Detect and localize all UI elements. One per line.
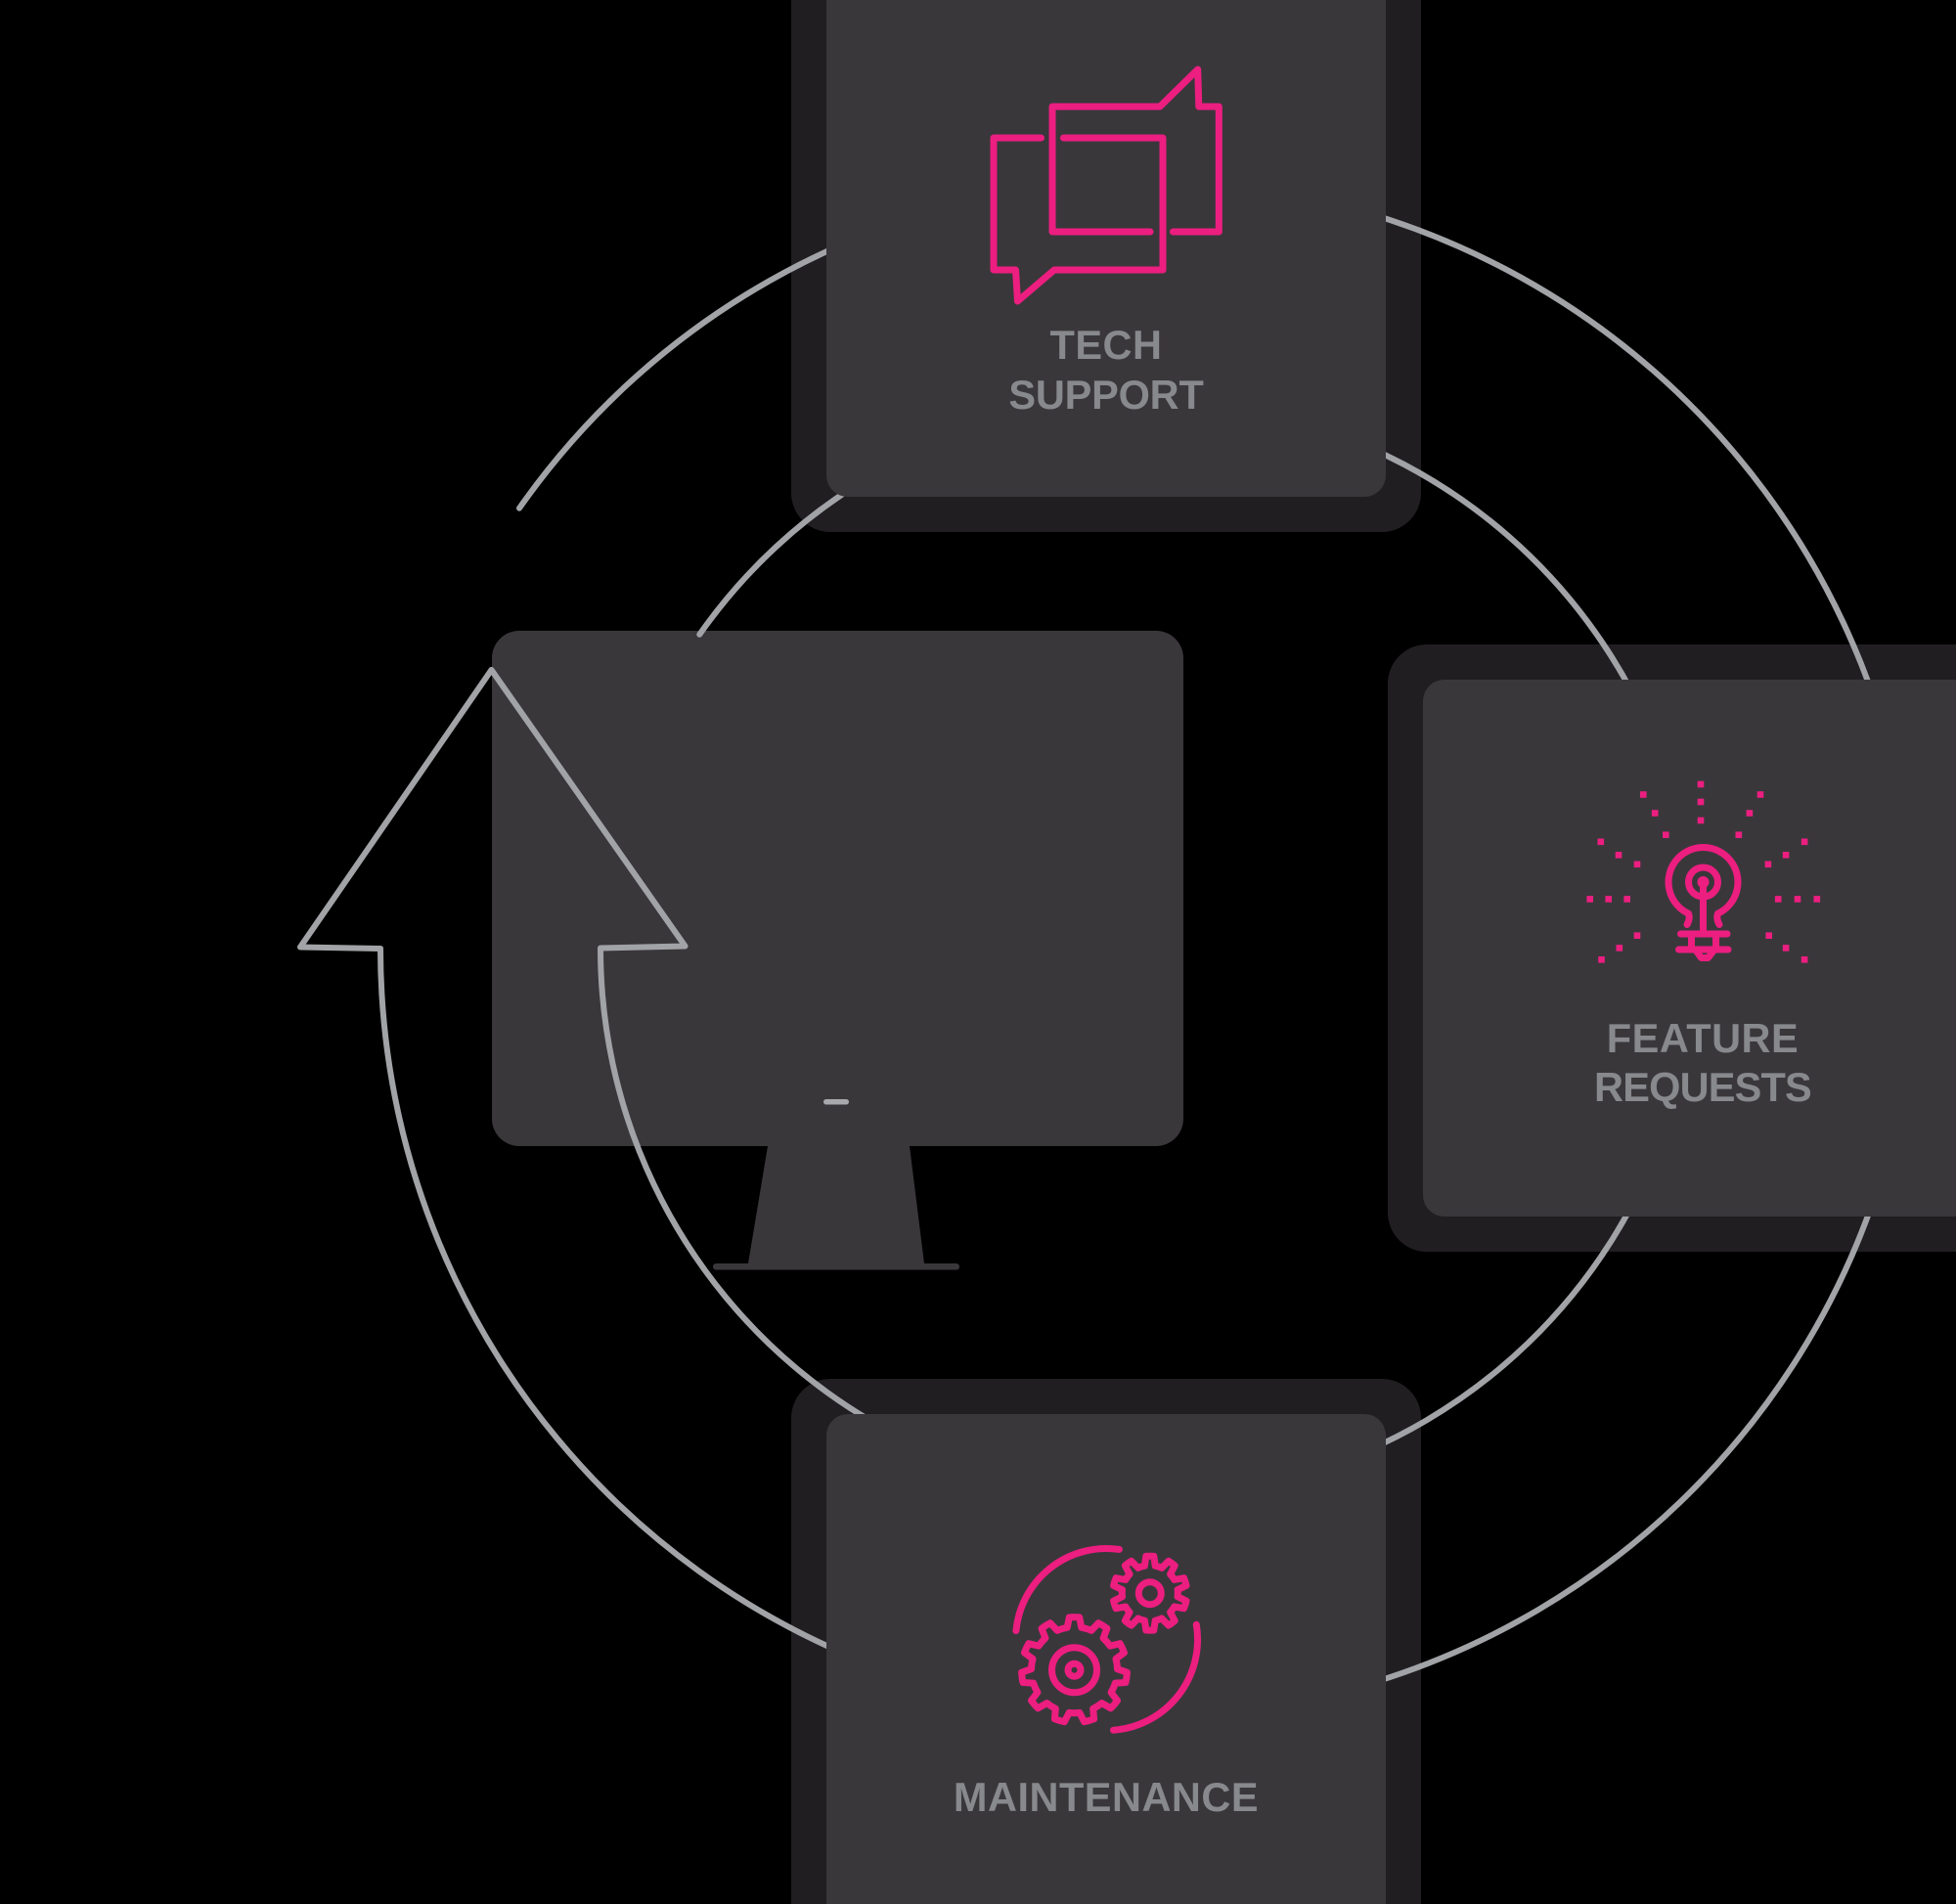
svg-text:MAINTENANCE: MAINTENANCE <box>954 1774 1259 1820</box>
svg-text:REQUESTS: REQUESTS <box>1594 1064 1811 1110</box>
svg-text:SUPPORT: SUPPORT <box>1008 372 1203 418</box>
svg-text:FEATURE: FEATURE <box>1607 1015 1799 1061</box>
svg-text:TECH: TECH <box>1050 322 1163 368</box>
